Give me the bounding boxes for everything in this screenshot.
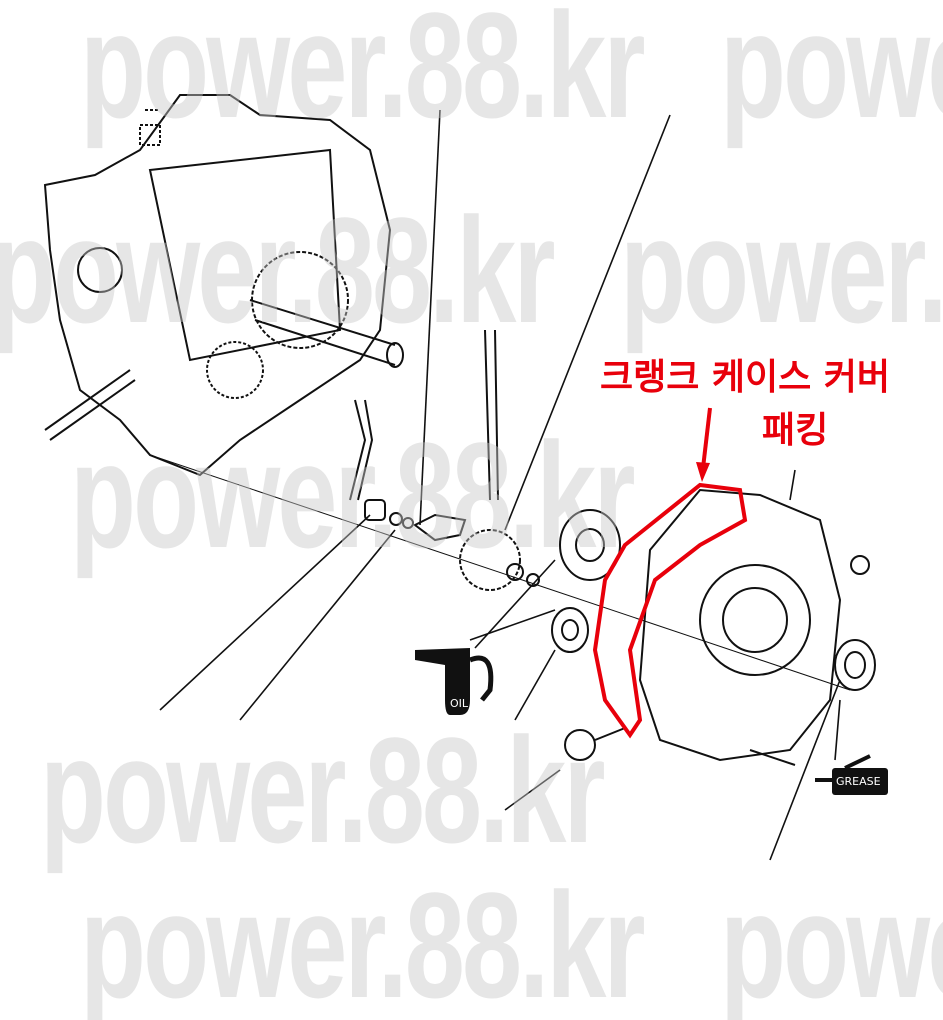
oil-seal bbox=[834, 639, 876, 691]
bearing bbox=[559, 509, 621, 581]
grease-tube-icon bbox=[815, 754, 888, 795]
crankcase bbox=[43, 94, 392, 477]
callout-label-line2: 패킹 bbox=[762, 410, 829, 451]
callout-arrow bbox=[701, 407, 712, 469]
oil-filler-cap bbox=[564, 729, 596, 761]
oil-can-icon bbox=[415, 648, 494, 715]
crankshaft bbox=[249, 299, 396, 366]
governor-gear bbox=[459, 529, 521, 591]
bearing-bore bbox=[77, 247, 123, 293]
bearing bbox=[551, 607, 589, 653]
callout-label-line1: 크랭크 케이스 커버 bbox=[600, 357, 891, 398]
grease-label: GREASE bbox=[836, 775, 881, 788]
gasket-highlight bbox=[592, 482, 748, 739]
oil-label: OIL bbox=[450, 697, 469, 710]
